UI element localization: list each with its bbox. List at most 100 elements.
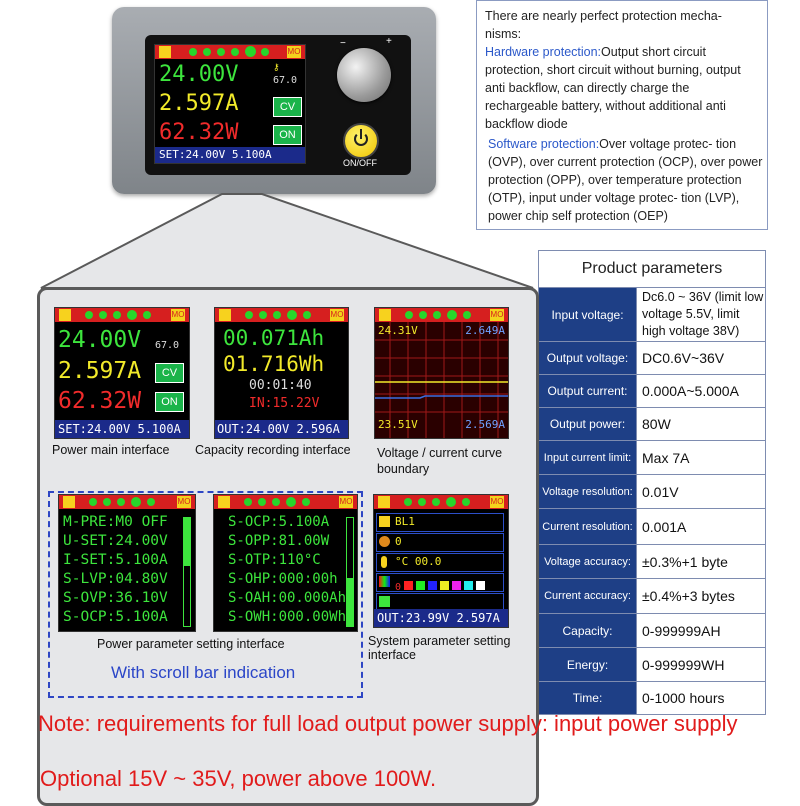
set-bar: SET:24.00V 5.100A xyxy=(155,147,305,163)
param-value: DC0.6V~36V xyxy=(636,341,766,375)
scrollbar-thumb[interactable] xyxy=(184,518,190,566)
sun-icon xyxy=(379,516,390,527)
param-key: Current resolution: xyxy=(538,508,637,545)
capacity-out: OUT:24.00V 2.596A xyxy=(217,422,340,436)
power-readout: 62.32W xyxy=(159,120,239,145)
led-icon xyxy=(231,48,239,56)
param-key: Output current: xyxy=(538,374,637,408)
setting-line[interactable]: S-OCP:5.100A xyxy=(63,609,168,625)
plus-icon: + xyxy=(386,36,392,47)
setting-line[interactable]: S-OPP:81.00W xyxy=(228,533,330,549)
main-interface-caption: Power main interface xyxy=(52,443,170,457)
scrollbar-thumb[interactable] xyxy=(347,578,353,626)
callout-connector xyxy=(40,193,534,289)
param-value: 0.01V xyxy=(636,474,766,509)
setting-line[interactable]: S-LVP:04.80V xyxy=(63,571,168,587)
system-menu: BL1 0 °C 00.0 0 xyxy=(376,513,504,612)
capacity-wh: 01.716Wh xyxy=(223,352,325,376)
capacity-input: IN:15.22V xyxy=(249,396,320,411)
save-icon xyxy=(379,596,390,607)
main-power: 62.32W xyxy=(58,388,142,414)
thermometer-icon xyxy=(381,556,387,568)
param-key: Energy: xyxy=(538,647,637,682)
setting-list-1: M-PRE:M0 OFF U-SET:24.00V I-SET:5.100A S… xyxy=(63,513,168,627)
led-icon xyxy=(203,48,211,56)
scrollbar-track[interactable] xyxy=(346,517,354,627)
setting-interface-screen-1: MO M-PRE:M0 OFF U-SET:24.00V I-SET:5.100… xyxy=(58,494,196,632)
setting-line[interactable]: S-OVP:36.10V xyxy=(63,590,168,606)
param-key: Capacity: xyxy=(538,613,637,648)
setting-line[interactable]: S-OHP:000:00h xyxy=(228,571,338,587)
software-text: Over voltage protec- tion (OVP), over cu… xyxy=(488,137,763,223)
param-key: Time: xyxy=(538,681,637,715)
param-key: Input current limit: xyxy=(538,440,637,475)
set-readout: SET:24.00V 5.100A xyxy=(159,148,272,161)
scrollbar-track[interactable] xyxy=(183,517,191,627)
param-value: 80W xyxy=(636,407,766,441)
param-key: Input voltage: xyxy=(538,287,637,342)
onoff-label: ON/OFF xyxy=(343,158,377,168)
curve-grid xyxy=(375,322,508,438)
param-value: ±0.4%+3 bytes xyxy=(636,578,766,614)
palette-icon xyxy=(379,576,390,587)
note-line-2: Optional 15V ~ 35V, power above 100W. xyxy=(40,766,437,791)
curve-voltage-max: 24.31V xyxy=(378,324,418,337)
param-value: Max 7A xyxy=(636,440,766,475)
setting-line[interactable]: S-OAH:00.000Ah xyxy=(228,590,347,606)
rotary-knob[interactable] xyxy=(337,48,391,102)
param-value: 0.001A xyxy=(636,508,766,545)
system-interface-caption: System parameter setting interface xyxy=(368,634,511,662)
color-swatches: 0 xyxy=(395,577,488,595)
capacity-interface-screen: MO 00.071Ah 01.716Wh 00:01:40 IN:15.22V … xyxy=(214,307,349,439)
setting-line[interactable]: S-OWH:000.00Wh xyxy=(228,609,347,625)
curve-current-min: 2.569A xyxy=(465,418,505,431)
capacity-interface-caption: Capacity recording interface xyxy=(195,443,351,457)
hardware-title: Hardware protection: xyxy=(485,45,602,59)
power-button[interactable] xyxy=(343,123,379,159)
voltage-readout: 24.00V xyxy=(159,62,239,87)
software-protection: Software protection:Over voltage protec-… xyxy=(488,135,764,225)
minus-icon: − xyxy=(340,38,346,49)
system-row-color[interactable]: 0 xyxy=(376,573,504,595)
setting-interface-screen-2: MO S-OCP:5.100A S-OPP:81.00W S-OTP:110°C… xyxy=(213,494,358,632)
setting-list-2: S-OCP:5.100A S-OPP:81.00W S-OTP:110°C S-… xyxy=(228,513,346,627)
main-on: ON xyxy=(155,392,184,412)
param-value: 0-1000 hours xyxy=(636,681,766,715)
led-icon xyxy=(217,48,225,56)
status-bar: MO xyxy=(155,45,305,59)
capacity-time: 00:01:40 xyxy=(249,378,312,393)
setting-line[interactable]: S-OCP:5.100A xyxy=(228,514,330,530)
capacity-ah: 00.071Ah xyxy=(223,326,325,350)
product-parameters-table: Product parameters Input voltage:Dc6.0 ~… xyxy=(538,250,766,715)
led-icon xyxy=(261,48,269,56)
param-value: 0-999999WH xyxy=(636,647,766,682)
system-interface-screen: MO BL1 0 °C 00.0 0 OUT:23.99V 2.597A xyxy=(373,494,509,628)
param-value: Dc6.0 ~ 36V (limit low voltage 5.5V, lim… xyxy=(636,287,766,342)
setting-line[interactable]: S-OTP:110°C xyxy=(228,552,321,568)
hardware-text: Output short circuit protection, short c… xyxy=(485,45,741,131)
main-current: 2.597A xyxy=(58,358,142,384)
curve-interface-caption: Voltage / current curve boundary xyxy=(377,446,503,476)
main-interface-screen: MO 24.00V 2.597A 62.32W 67.0 CV ON SET:2… xyxy=(54,307,190,439)
setting-interfaces-highlight xyxy=(48,491,363,698)
mo-badge: MO xyxy=(287,46,301,58)
system-out: OUT:23.99V 2.597A xyxy=(377,611,500,625)
system-row-clock[interactable]: 0 xyxy=(376,533,504,552)
setting-line[interactable]: U-SET:24.00V xyxy=(63,533,168,549)
param-value: 0-999999AH xyxy=(636,613,766,648)
note-line-1: Note: requirements for full load output … xyxy=(38,711,738,736)
system-row-backlight[interactable]: BL1 xyxy=(376,513,504,532)
setting-line[interactable]: I-SET:5.100A xyxy=(63,552,168,568)
setting-line[interactable]: M-PRE:M0 OFF xyxy=(63,514,168,530)
sun-icon xyxy=(159,46,171,58)
main-voltage: 24.00V xyxy=(58,327,142,353)
led-icon xyxy=(245,46,256,57)
on-badge: ON xyxy=(273,125,302,145)
param-value: ±0.3%+1 byte xyxy=(636,544,766,579)
current-readout: 2.597A xyxy=(159,91,239,116)
system-row-temperature[interactable]: °C 00.0 xyxy=(376,553,504,572)
param-key: Output power: xyxy=(538,407,637,441)
param-key: Output voltage: xyxy=(538,341,637,375)
param-key: Voltage resolution: xyxy=(538,474,637,509)
clock-icon xyxy=(379,536,390,547)
